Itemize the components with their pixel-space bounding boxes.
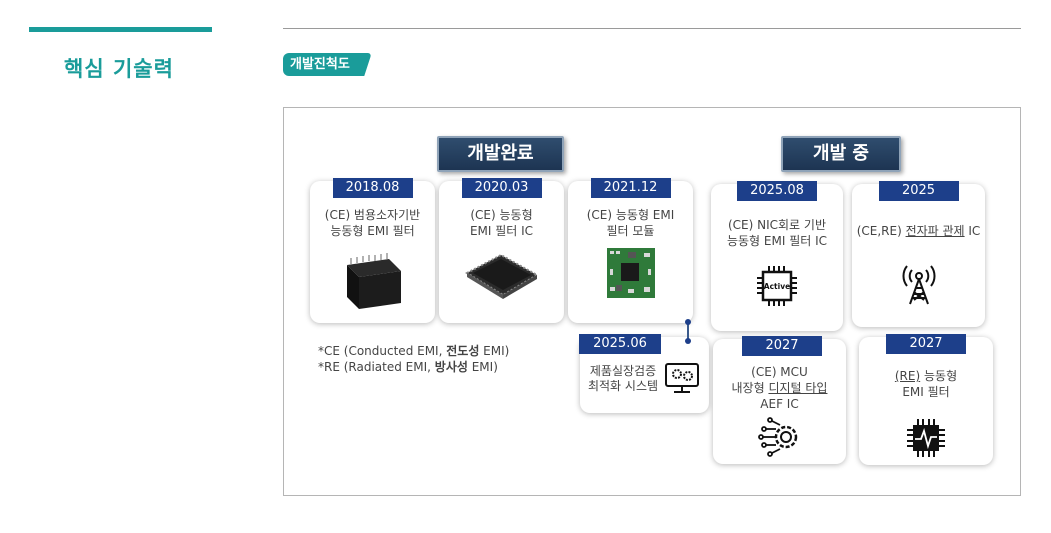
note-re: *RE (Radiated EMI, 방사성 EMI) [318,360,498,374]
card-title: (CE) NIC회로 기반 능동형 EMI 필터 IC [726,218,828,248]
emi-filter-chip-icon [346,253,401,309]
card-title: (CE) 능동형 EMI 필터 IC [469,208,534,238]
card-title: (CE) 범용소자기반 능동형 EMI 필터 [324,208,421,238]
connector-dot-bottom [685,338,691,344]
card-title: (CE) 능동형 EMI 필터 모듈 [586,208,675,238]
card-2020-03: 2020.03 (CE) 능동형 EMI 필터 IC [439,178,564,323]
card-title: 제품실장검증 최적화 시스템 [587,364,659,393]
active-chip-icon: Active [757,266,797,306]
card-2027-mcu: 2027 (CE) MCU 내장형 디지털 타입 AEF IC [713,336,846,464]
card-2025-06: 2025.06 제품실장검증 최적화 시스템 [579,334,709,413]
card-date: 2027 [742,336,822,356]
note-ce: *CE (Conducted EMI, 전도성 EMI) [318,344,510,358]
card-2027-re: 2027 (RE) 능동형 EMI 필터 [859,334,993,465]
card-title: (CE,RE) 전자파 관제 IC [856,224,981,238]
sidebar-accent-bar [29,27,212,32]
section-tag: 개발진척도 [283,53,362,76]
group-label-done: 개발완료 [437,136,564,172]
timeline-connector [687,322,689,342]
card-2025-08: 2025.08 (CE) NIC회로 기반 능동형 EMI 필터 IC Acti… [711,181,843,331]
card-title: (CE) MCU 내장형 디지털 타입 AEF IC [731,365,828,411]
emi-notes: *CE (Conducted EMI, 전도성 EMI) *RE (Radiat… [318,343,509,375]
card-2021-12: 2021.12 (CE) 능동형 EMI 필터 모듈 [568,178,693,323]
active-chip-label: Active [764,282,790,291]
card-date: 2027 [886,334,966,354]
group-label-in-progress: 개발 중 [781,136,901,172]
pcb-module-icon [606,248,655,298]
card-2025: 2025 (CE,RE) 전자파 관제 IC [852,181,985,327]
chip-signal-icon [907,419,945,457]
card-date: 2025.08 [737,181,817,201]
sidebar-title: 핵심 기술력 [64,57,174,81]
card-title: (RE) 능동형 EMI 필터 [894,369,958,399]
card-date: 2021.12 [590,178,671,198]
card-2018-08: 2018.08 (CE) 범용소자기반 능동형 EMI 필터 [310,178,435,323]
top-divider [283,28,1021,29]
radio-tower-icon [902,265,935,305]
card-date: 2020.03 [461,178,542,198]
connector-dot-top [685,319,691,325]
gear-circuit-icon [757,417,797,457]
card-date: 2025.06 [579,334,661,354]
card-date: 2018.08 [332,178,413,198]
card-date: 2025 [878,181,959,201]
monitor-gear-icon [665,363,699,393]
qfp-ic-chip-icon [464,253,539,299]
